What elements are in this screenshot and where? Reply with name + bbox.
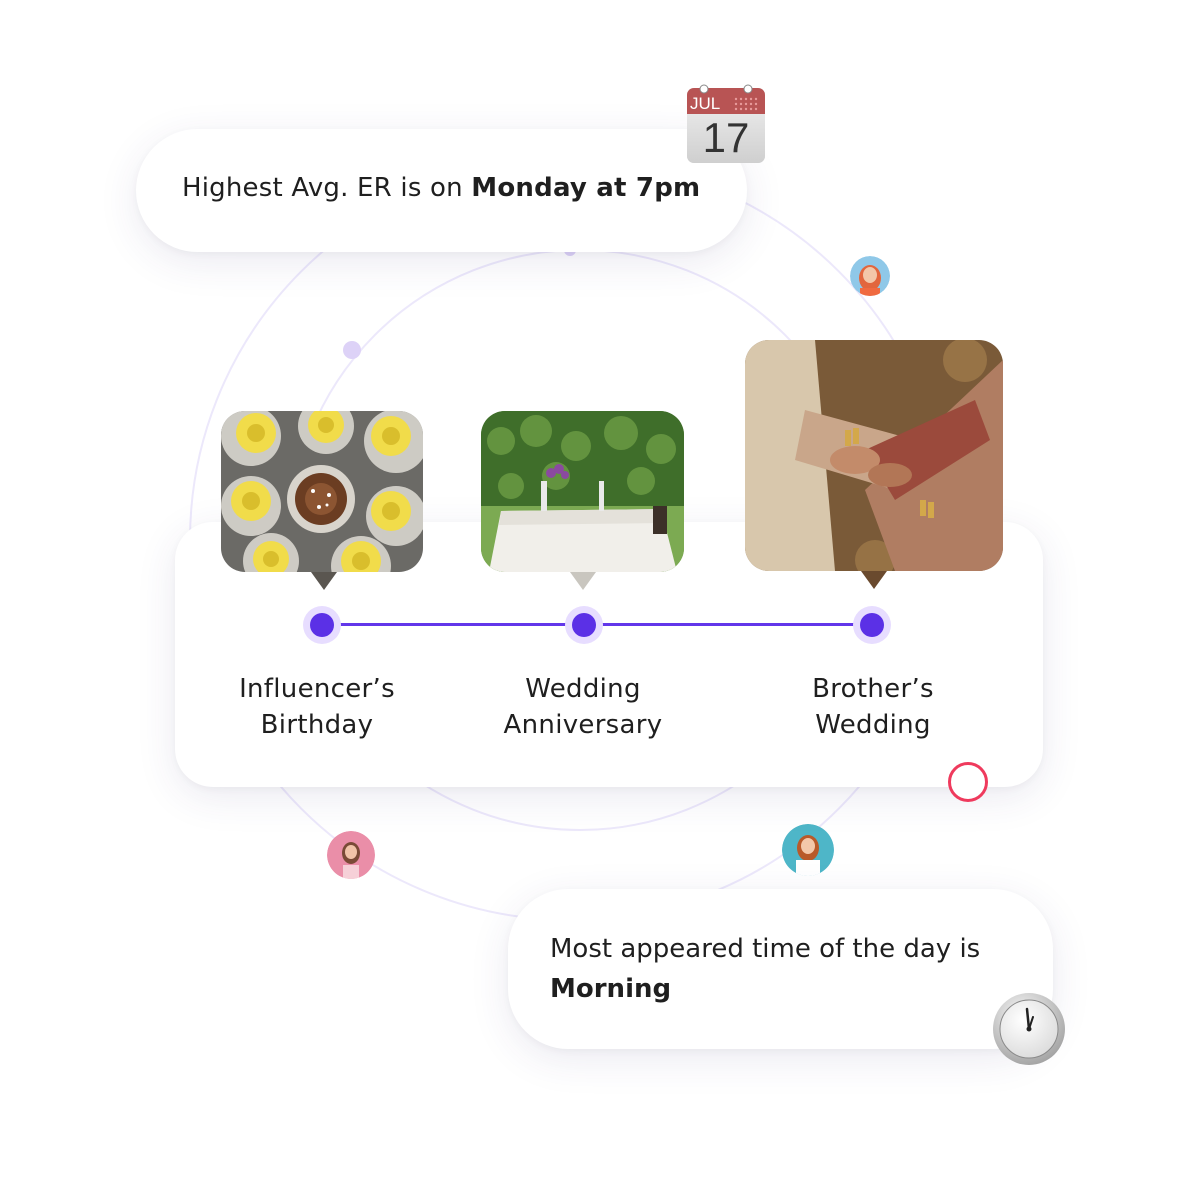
event-label-anniversary: Wedding Anniversary [503, 674, 663, 740]
pointer [570, 572, 596, 590]
time-of-day-prefix: Most appeared time of the day is [550, 934, 981, 964]
timeline-dot[interactable] [565, 606, 603, 644]
calendar-day: 17 [702, 114, 750, 161]
clock-icon [991, 991, 1067, 1067]
avatar [782, 824, 834, 876]
pointer [311, 572, 337, 590]
pointer [861, 571, 887, 589]
timeline-dot[interactable] [303, 606, 341, 644]
highest-er-card: Highest Avg. ER is on Monday at 7pm [136, 129, 747, 252]
anniversary-table-photo [481, 411, 684, 572]
calendar-icon: JUL 17 [686, 84, 766, 164]
wedding-hands-photo [745, 340, 1003, 571]
time-of-day-text: Most appeared time of the day is Morning [550, 929, 1030, 1009]
avatar [327, 831, 375, 879]
highest-er-text: Highest Avg. ER is on Monday at 7pm [182, 173, 700, 203]
birthday-cupcakes-photo [221, 411, 423, 572]
event-label-birthday: Influencer’s Birthday [239, 674, 395, 740]
time-of-day-card: Most appeared time of the day is Morning [508, 889, 1053, 1049]
calendar-month: JUL [690, 94, 721, 113]
timeline-dot[interactable] [853, 606, 891, 644]
avatar [850, 256, 890, 296]
highest-er-prefix: Highest Avg. ER is on [182, 173, 472, 203]
event-label-brothers-wedding: Brother’s Wedding [812, 674, 934, 740]
highest-er-value: Monday at 7pm [471, 173, 701, 203]
alert-ring-decoration [948, 762, 988, 802]
time-of-day-value: Morning [550, 974, 672, 1004]
